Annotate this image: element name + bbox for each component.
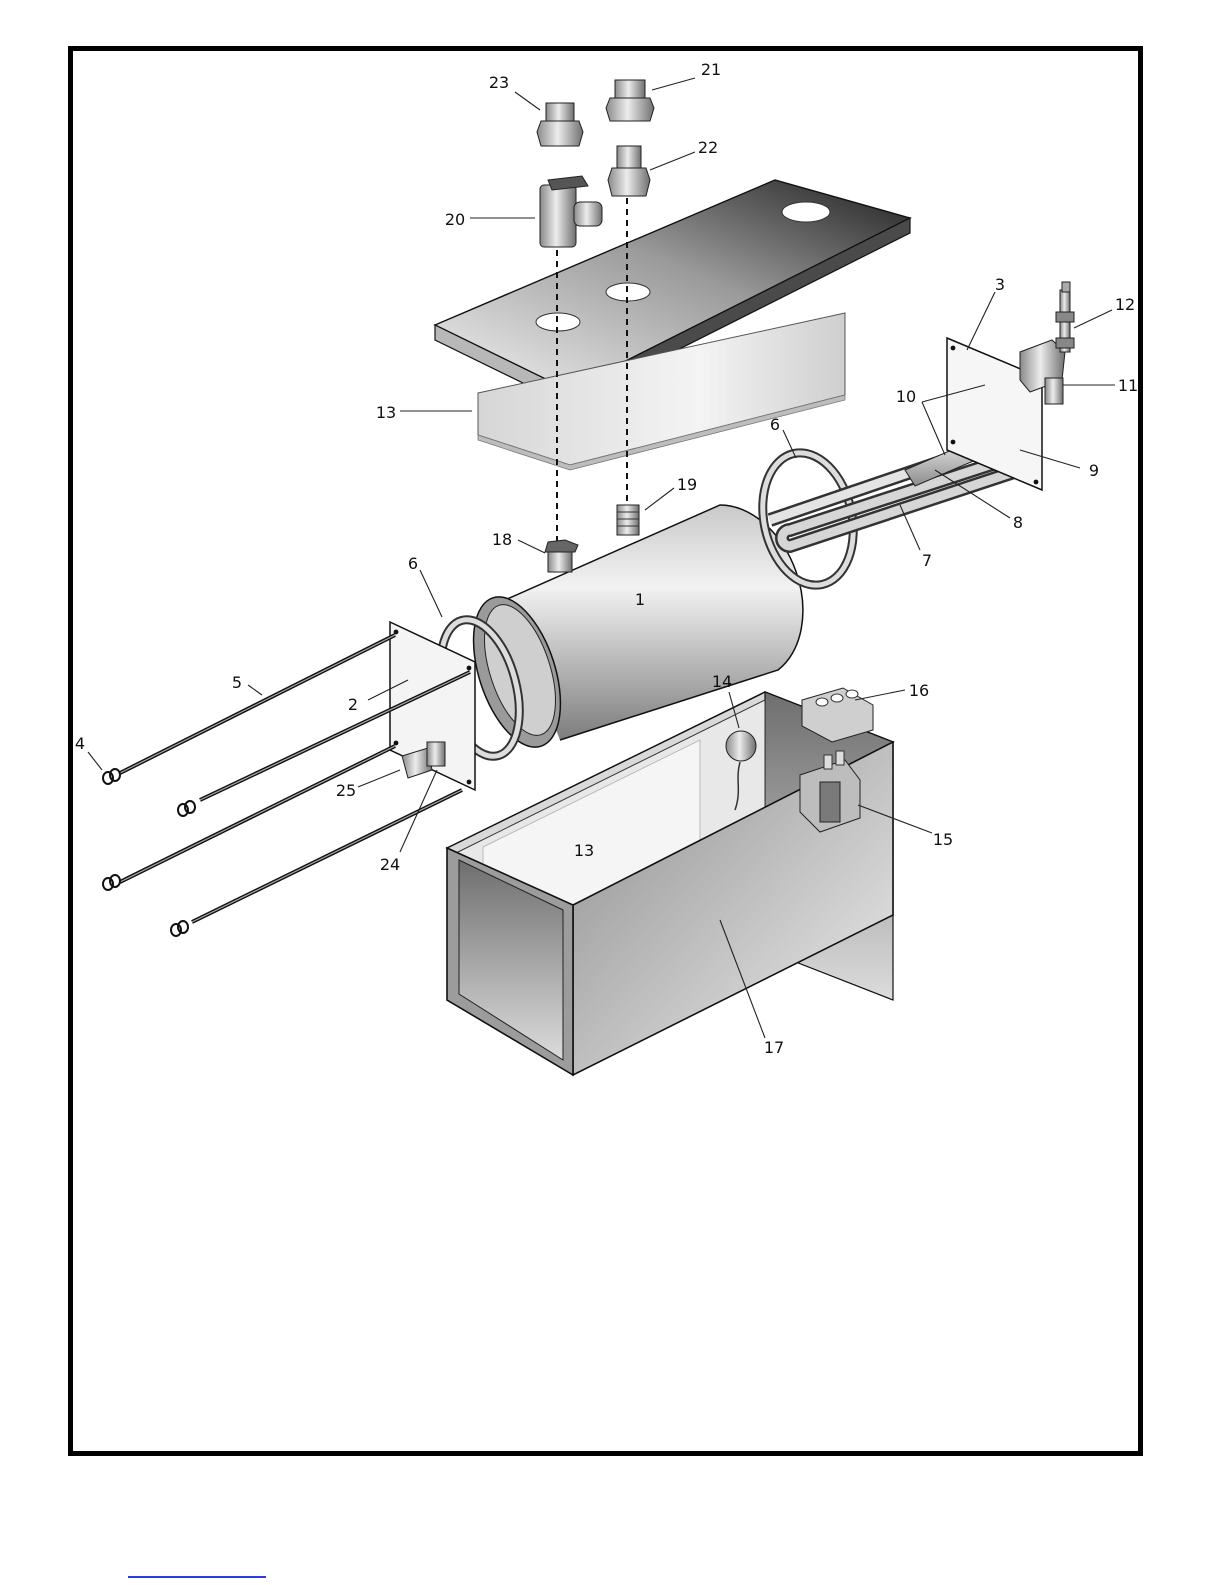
callout-9: 9 [1089, 461, 1099, 480]
callout-1: 1 [635, 590, 645, 609]
fitting-21 [606, 80, 654, 121]
callout-12: 12 [1115, 295, 1135, 314]
footer-link-underline[interactable] [128, 1576, 266, 1578]
fitting-22 [608, 146, 650, 196]
callout-10: 10 [896, 387, 916, 406]
fitting-12 [1056, 282, 1074, 352]
fitting-23 [537, 103, 583, 146]
callout-13-upper: 13 [376, 403, 396, 422]
callout-6-right: 6 [770, 415, 780, 434]
callout-6-left: 6 [408, 554, 418, 573]
callout-8: 8 [1013, 513, 1023, 532]
callout-2: 2 [348, 695, 358, 714]
callout-24: 24 [380, 855, 400, 874]
callout-14: 14 [712, 672, 732, 691]
callout-18: 18 [492, 530, 512, 549]
callout-11: 11 [1118, 376, 1138, 395]
callout-13-lower: 13 [574, 841, 594, 860]
callout-16: 16 [909, 681, 929, 700]
callout-15: 15 [933, 830, 953, 849]
callout-22: 22 [698, 138, 718, 157]
callout-21: 21 [701, 60, 721, 79]
callout-4: 4 [75, 734, 85, 753]
callout-7: 7 [922, 551, 932, 570]
callout-20: 20 [445, 210, 465, 229]
callout-23: 23 [489, 73, 509, 92]
callout-17: 17 [764, 1038, 784, 1057]
callout-3: 3 [995, 275, 1005, 294]
callout-25: 25 [336, 781, 356, 800]
callout-5: 5 [232, 673, 242, 692]
valve-20 [540, 176, 602, 247]
callout-19: 19 [677, 475, 697, 494]
